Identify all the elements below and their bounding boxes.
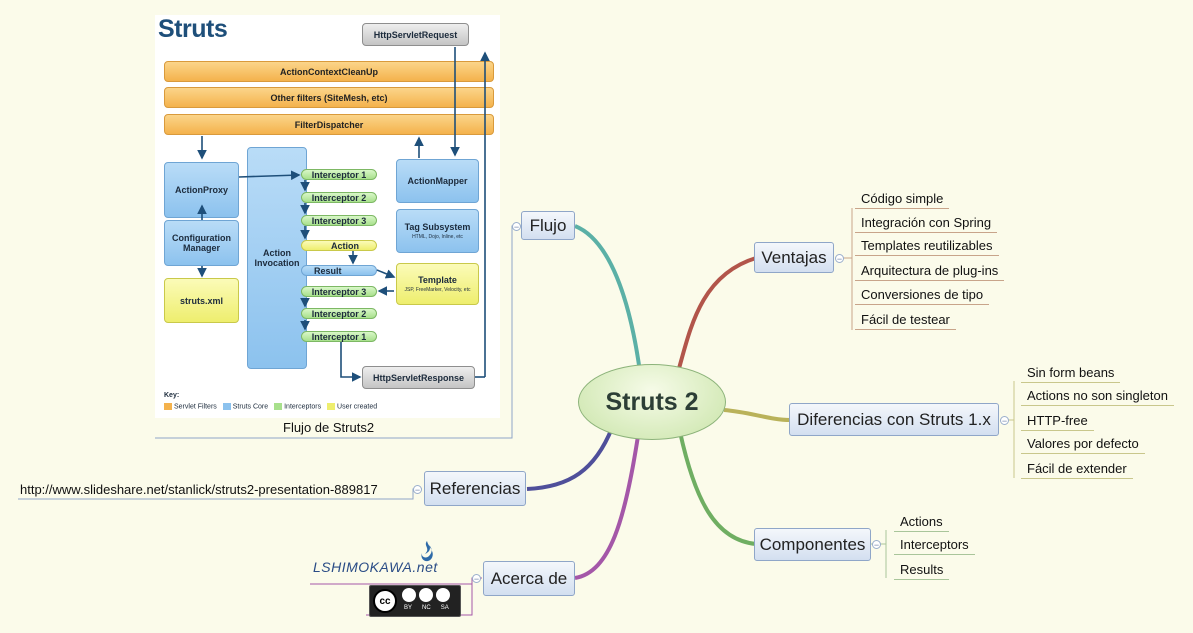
image-caption: Flujo de Struts2 <box>283 420 375 435</box>
ventajas-item[interactable]: Conversiones de tipo <box>855 287 990 305</box>
ventajas-item[interactable]: Fácil de testear <box>855 312 956 330</box>
nc-label: NC <box>422 605 431 611</box>
ventajas-item[interactable]: Código simple <box>855 191 950 209</box>
topic-diferencias[interactable]: Diferencias con Struts 1.x <box>789 403 999 436</box>
collapse-toggle-flujo[interactable]: − <box>512 222 521 232</box>
flame-logo-icon <box>421 541 433 562</box>
config-manager-box: Configuration Manager <box>164 220 239 266</box>
diferencias-item[interactable]: HTTP-free <box>1021 413 1094 431</box>
diferencias-item[interactable]: Sin form beans <box>1021 365 1121 383</box>
diagram-title: Struts <box>158 15 228 43</box>
branch-referencias <box>526 427 614 491</box>
struts-flow-diagram: Struts HttpServletRequest ActionContextC… <box>155 15 500 418</box>
cc-icon: cc <box>373 589 397 613</box>
action-box: Action <box>301 240 377 251</box>
central-topic[interactable]: Struts 2 <box>578 364 726 440</box>
filter-bar-0: ActionContextCleanUp <box>164 61 494 82</box>
branch-componentes <box>678 431 757 546</box>
branch-flujo <box>574 224 642 373</box>
http-response-box: HttpServletResponse <box>362 366 475 389</box>
ventajas-item[interactable]: Templates reutilizables <box>855 238 999 256</box>
action-invocation-box: Action Invocation <box>247 147 307 369</box>
tag-subsystem-label: Tag Subsystem <box>404 222 471 232</box>
topic-acerca[interactable]: Acerca de <box>483 561 575 596</box>
action-mapper-box: ActionMapper <box>396 159 479 203</box>
interceptor-out-2: Interceptor 2 <box>301 308 377 319</box>
collapse-toggle-componentes[interactable]: − <box>872 540 881 550</box>
ventajas-item[interactable]: Integración con Spring <box>855 215 998 233</box>
collapse-toggle-acerca[interactable]: − <box>472 574 481 584</box>
reference-link[interactable]: http://www.slideshare.net/stanlick/strut… <box>20 482 378 497</box>
struts-xml-box: struts.xml <box>164 278 239 323</box>
by-icon <box>402 588 416 602</box>
diferencias-item[interactable]: Actions no son singleton <box>1021 388 1174 406</box>
topic-ventajas[interactable]: Ventajas <box>754 242 834 273</box>
interceptor-in-2: Interceptor 2 <box>301 192 377 203</box>
filter-bar-2: FilterDispatcher <box>164 114 494 135</box>
branch-ventajas <box>676 256 757 373</box>
sa-icon <box>436 588 450 602</box>
http-request-box: HttpServletRequest <box>362 23 469 46</box>
diagram-arrows <box>197 47 490 382</box>
nc-icon <box>419 588 433 602</box>
lshimokawa-logo: LSHIMOKAWA.net <box>313 540 463 576</box>
collapse-toggle-diferencias[interactable]: − <box>1000 416 1009 426</box>
tag-subsystem-sub: HTML, Dojo, Inline, etc <box>412 234 463 240</box>
componentes-item[interactable]: Actions <box>894 514 949 532</box>
topic-componentes[interactable]: Componentes <box>754 528 871 561</box>
interceptor-out-1: Interceptor 1 <box>301 331 377 342</box>
template-sub: JSP, FreeMarker, Velocity, etc <box>404 287 471 293</box>
interceptor-out-3: Interceptor 3 <box>301 286 377 297</box>
action-proxy-box: ActionProxy <box>164 162 239 218</box>
key-title: Key: <box>164 392 180 399</box>
sa-label: SA <box>440 605 449 611</box>
ventajas-item[interactable]: Arquitectura de plug-ins <box>855 263 1005 281</box>
branch-acerca <box>574 435 640 580</box>
diferencias-item[interactable]: Valores por defecto <box>1021 436 1145 454</box>
interceptor-in-1: Interceptor 1 <box>301 169 377 180</box>
cc-license-badge[interactable]: cc BY NC SA <box>369 585 461 617</box>
interceptor-in-3: Interceptor 3 <box>301 215 377 226</box>
branch-diferencias <box>723 408 791 422</box>
diferencias-item[interactable]: Fácil de extender <box>1021 461 1133 479</box>
template-box: Template JSP, FreeMarker, Velocity, etc <box>396 263 479 305</box>
collapse-toggle-ventajas[interactable]: − <box>835 254 844 264</box>
by-label: BY <box>404 605 413 611</box>
result-box: Result <box>301 265 377 276</box>
componentes-item[interactable]: Interceptors <box>894 537 975 555</box>
collapse-toggle-referencias[interactable]: − <box>413 485 422 495</box>
componentes-item[interactable]: Results <box>894 562 950 580</box>
filter-bar-1: Other filters (SiteMesh, etc) <box>164 87 494 108</box>
template-label: Template <box>418 275 457 285</box>
topic-flujo[interactable]: Flujo <box>521 211 575 240</box>
tag-subsystem-box: Tag Subsystem HTML, Dojo, Inline, etc <box>396 209 479 253</box>
topic-referencias[interactable]: Referencias <box>424 471 526 506</box>
logo-text: LSHIMOKAWA.net <box>313 559 438 575</box>
key-legend: Servlet Filters Struts Core Interceptors… <box>164 403 377 410</box>
